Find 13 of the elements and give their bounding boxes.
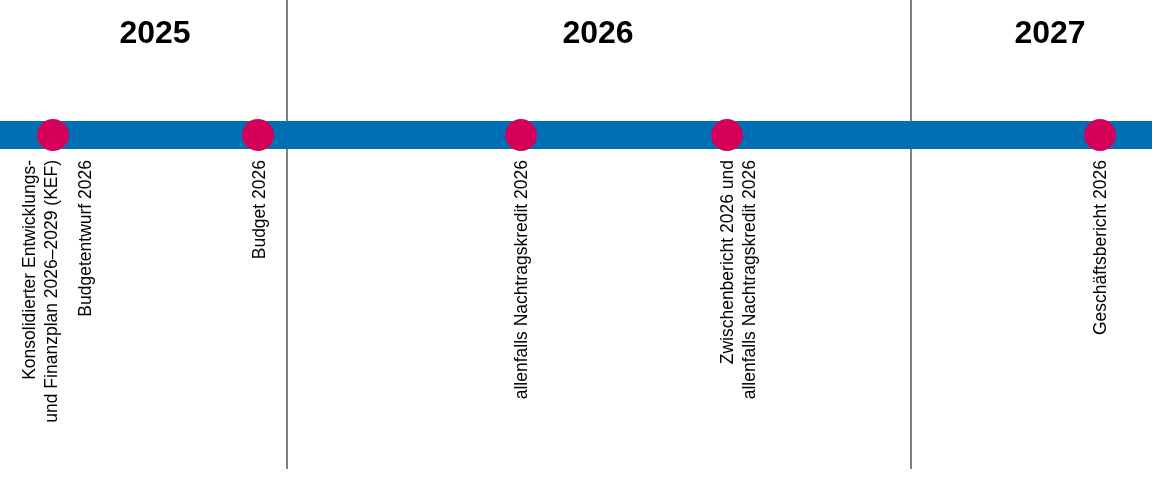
milestone-label: Budget 2026 <box>248 160 270 262</box>
milestone-label: allenfalls Nachtragskredit 2026 <box>510 160 532 402</box>
milestone-label: Geschäftsbericht 2026 <box>1089 160 1111 338</box>
year-label: 2026 <box>562 14 634 51</box>
year-label: 2027 <box>1014 14 1086 51</box>
milestone-label: Budgetentwurf 2026 <box>74 160 96 319</box>
milestone-label: Konsolidierter Entwicklungs- und Finanzplan 2026–2029 (KEF) <box>18 160 62 425</box>
timeline-dot <box>711 119 743 151</box>
timeline-dot <box>242 119 274 151</box>
timeline-dot <box>505 119 537 151</box>
timeline-dot <box>37 119 69 151</box>
timeline-dot <box>1084 119 1116 151</box>
year-label: 2025 <box>119 14 191 51</box>
